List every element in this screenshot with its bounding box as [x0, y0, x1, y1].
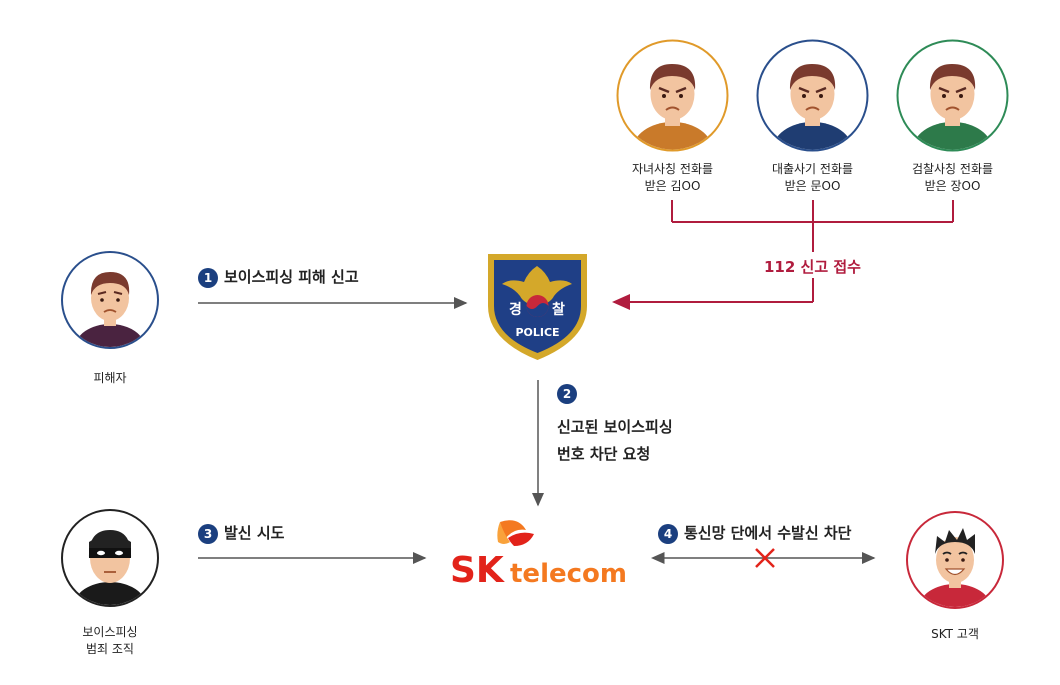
step2-label: 신고된 보이스피싱 번호 차단 요청: [557, 414, 673, 468]
step4-label: 4 통신망 단에서 수발신 차단: [658, 522, 851, 544]
police-badge-logo: 경 찰 POLICE: [480, 248, 595, 367]
step1-number-badge: 1: [198, 267, 218, 288]
victim-jang-label-line1: 검찰사칭 전화를: [911, 162, 994, 176]
step2-line1: 신고된 보이스피싱: [557, 418, 673, 436]
victim-kim-label-line2: 받은 김OO: [644, 179, 701, 193]
victim-jang-label: 검찰사칭 전화를 받은 장OO: [895, 161, 1010, 195]
criminal-label-line1: 보이스피싱: [82, 625, 138, 639]
victim-jang: 검찰사칭 전화를 받은 장OO: [895, 38, 1010, 195]
person-avatar-icon: [616, 39, 729, 152]
victim-moon-label-line2: 받은 문OO: [784, 179, 841, 193]
victim-person: 피해자: [60, 250, 160, 387]
victim-moon-label: 대출사기 전화를 받은 문OO: [755, 161, 870, 195]
victim-moon-label-line1: 대출사기 전화를: [771, 162, 854, 176]
sk-butterfly-icon: SK telecom: [450, 520, 627, 591]
victim-moon: 대출사기 전화를 받은 문OO: [755, 38, 870, 195]
sad-person-icon: [61, 251, 159, 349]
report-bracket: [612, 200, 954, 310]
victim-kim-label: 자녀사칭 전화를 받은 김OO: [615, 161, 730, 195]
skt-customer-person: SKT 고객: [905, 510, 1005, 643]
step3-label: 3 발신 시도: [198, 522, 284, 544]
police-text-right: 찰: [552, 302, 565, 318]
report-received-label: 112 신고 접수: [764, 258, 861, 276]
sk-text: SK: [450, 550, 505, 591]
step2-number-badge: 2: [557, 384, 577, 404]
victim-jang-label-line2: 받은 장OO: [924, 179, 981, 193]
step4-number-badge: 4: [658, 523, 678, 544]
step2-badge-wrap: 2: [557, 384, 583, 404]
masked-criminal-icon: [61, 509, 159, 607]
police-text-bottom: POLICE: [515, 326, 559, 339]
police-text-left: 경: [509, 301, 522, 318]
step2-line2: 번호 차단 요청: [557, 445, 651, 463]
criminal-label: 보이스피싱 범죄 조직: [60, 624, 160, 658]
happy-person-icon: [906, 511, 1004, 609]
step1-text: 보이스피싱 피해 신고: [224, 268, 359, 286]
telecom-text: telecom: [510, 559, 627, 589]
police-emblem-icon: 경 찰 POLICE: [488, 254, 587, 360]
criminal-person: 보이스피싱 범죄 조직: [60, 508, 160, 658]
person-avatar-icon: [756, 39, 869, 152]
step3-text: 발신 시도: [224, 524, 285, 542]
person-avatar-icon: [896, 39, 1009, 152]
step1-label: 1 보이스피싱 피해 신고: [198, 266, 359, 288]
step4-text: 통신망 단에서 수발신 차단: [684, 524, 852, 542]
skt-customer-label: SKT 고객: [931, 627, 979, 641]
step3-number-badge: 3: [198, 523, 218, 544]
victim-person-label: 피해자: [93, 371, 127, 385]
victim-kim: 자녀사칭 전화를 받은 김OO: [615, 38, 730, 195]
criminal-label-line2: 범죄 조직: [86, 642, 134, 656]
victim-kim-label-line1: 자녀사칭 전화를: [631, 162, 714, 176]
block-x-icon: [755, 548, 775, 568]
sk-telecom-logo: SK telecom: [448, 512, 628, 592]
